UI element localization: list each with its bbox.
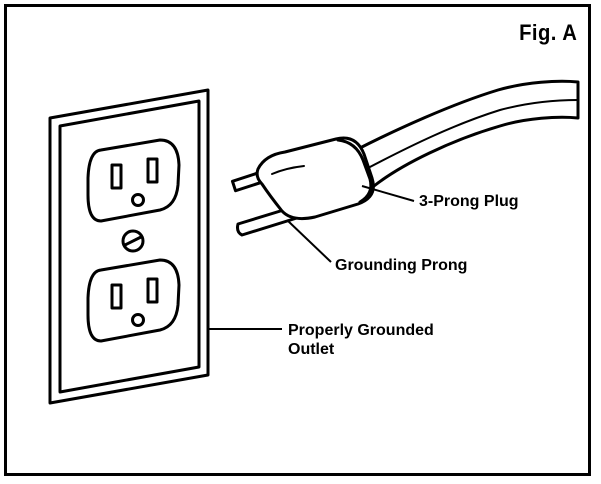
- wall-outlet: [48, 88, 210, 405]
- plug: [230, 136, 375, 237]
- plug-callout: 3-Prong Plug: [419, 193, 519, 210]
- power-cord: [354, 79, 580, 188]
- plug-collar: [336, 138, 373, 204]
- upper-ground-hole: [131, 193, 145, 207]
- lower-ground-hole: [131, 313, 145, 327]
- outlet-wallplate-bevel: [58, 99, 201, 394]
- cover-screw: [121, 229, 145, 253]
- upper-slot-left: [110, 163, 123, 190]
- plug-head: [255, 136, 375, 220]
- lower-receptacle: [86, 258, 181, 343]
- plug-leader-line: [361, 185, 415, 202]
- cord-center-line: [367, 99, 579, 169]
- grounding-prong-callout: Grounding Prong: [335, 257, 468, 274]
- figure-label: Fig. A: [518, 20, 577, 45]
- upper-slot-right: [146, 157, 159, 184]
- outlet-callout: Properly Grounded Outlet: [288, 321, 434, 359]
- cord-body: [354, 79, 580, 188]
- grounding-prong-leader-line: [286, 219, 332, 263]
- upper-receptacle: [86, 138, 181, 223]
- leader-lines: [208, 185, 415, 330]
- outlet-callout-line-1: Properly Grounded: [288, 322, 434, 339]
- outlet-callout-line-2: Outlet: [288, 341, 335, 358]
- lower-slot-right: [146, 277, 159, 304]
- plug-grip-line: [271, 165, 305, 175]
- lower-slot-left: [110, 283, 123, 310]
